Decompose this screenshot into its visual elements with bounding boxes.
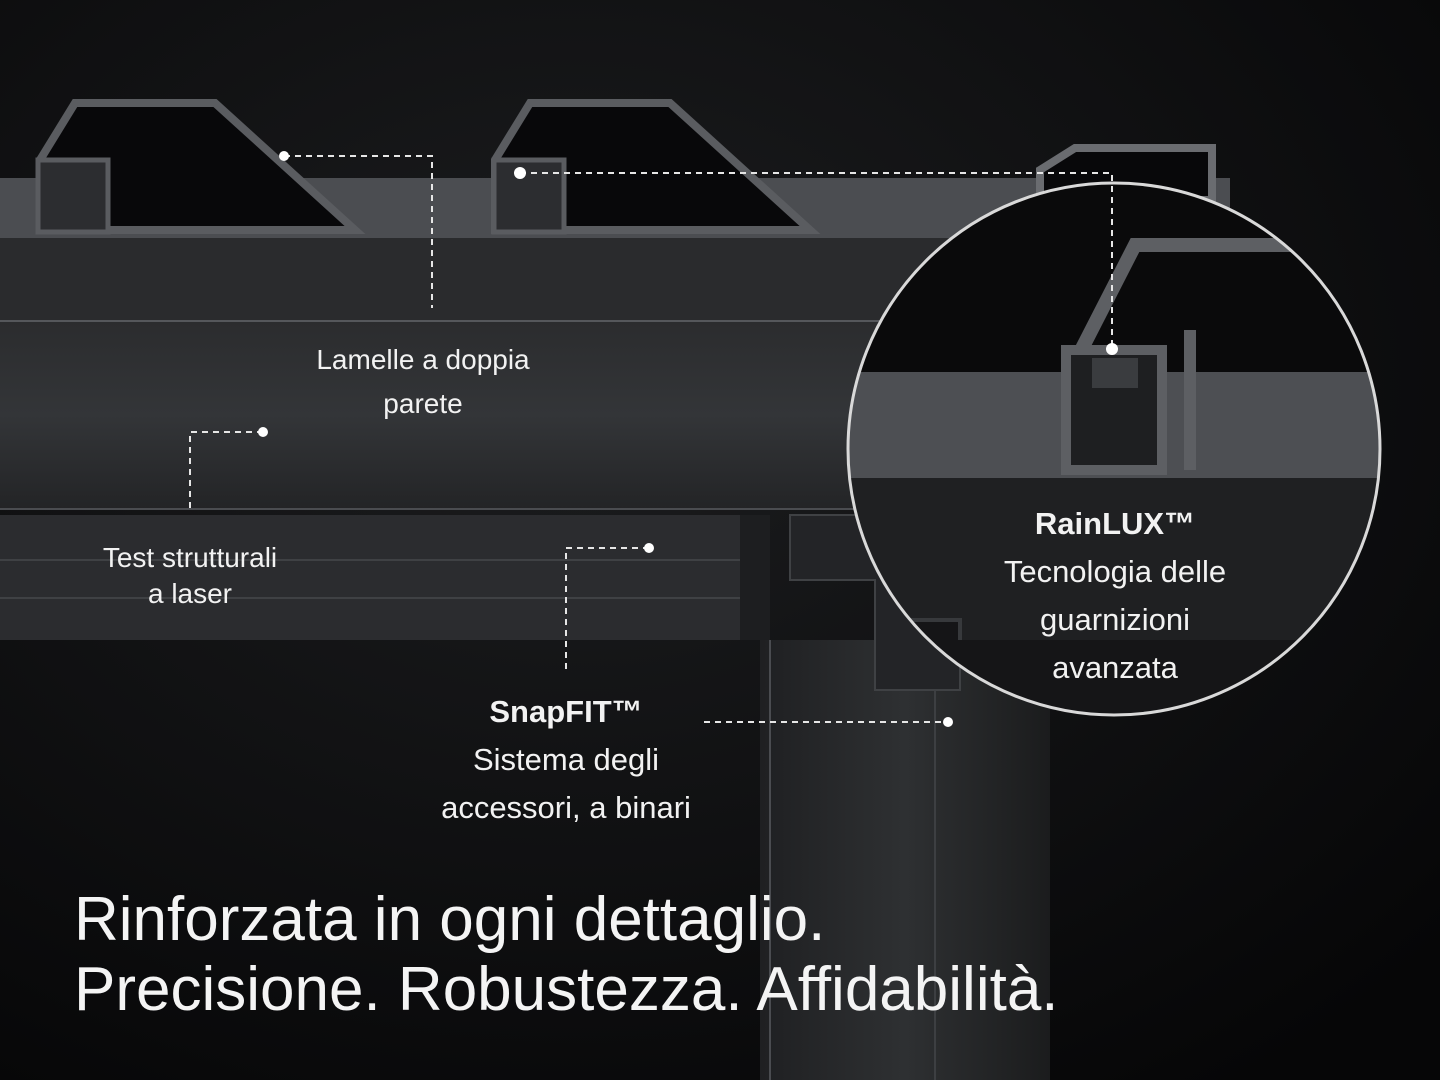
callout-lamelle-line2: parete	[383, 388, 463, 419]
callout-dot	[943, 717, 953, 727]
callout-rainlux-line1: Tecnologia delle	[1003, 554, 1227, 589]
callout-snapfit-line1: Sistema degli	[472, 742, 660, 777]
headline: Rinforzata in ogni dettaglio. Precisione…	[74, 885, 1374, 1025]
callout-rainlux: RainLUX™ Tecnologia delle guarnizioni av…	[962, 500, 1268, 692]
magnifier-ring	[846, 181, 1382, 717]
lamelle-leader	[284, 155, 433, 308]
callout-dot	[644, 543, 654, 553]
callout-snapfit-title: SnapFIT™	[489, 694, 643, 729]
snapfit-leader-a	[565, 547, 649, 670]
callout-lamelle: Lamelle a doppia parete	[282, 338, 564, 426]
lower-beam	[0, 515, 760, 640]
main-beam	[0, 320, 960, 510]
post	[760, 640, 1050, 1080]
callout-laser-line1: Test strutturali	[102, 542, 278, 573]
callout-laser: Test strutturali a laser	[64, 540, 316, 612]
callout-rainlux-line2: guarnizioni	[1040, 602, 1190, 637]
headline-line2: Precisione. Robustezza. Affidabilità.	[74, 955, 1059, 1024]
laser-leader	[189, 431, 263, 512]
callout-laser-line2: a laser	[147, 578, 233, 609]
callout-dot	[279, 151, 289, 161]
headline-line1: Rinforzata in ogni dettaglio.	[74, 885, 826, 954]
callout-rainlux-title: RainLUX™	[1034, 506, 1196, 541]
callout-snapfit: SnapFIT™ Sistema degli accessori, a bina…	[396, 688, 736, 832]
callout-snapfit-line2: accessori, a binari	[441, 790, 691, 825]
callout-dot	[258, 427, 268, 437]
rainlux-leader	[520, 172, 1113, 348]
callout-dot	[514, 167, 526, 179]
callout-lamelle-line1: Lamelle a doppia	[316, 344, 530, 375]
callout-dot	[1106, 343, 1118, 355]
callout-rainlux-line3: avanzata	[1052, 650, 1178, 685]
